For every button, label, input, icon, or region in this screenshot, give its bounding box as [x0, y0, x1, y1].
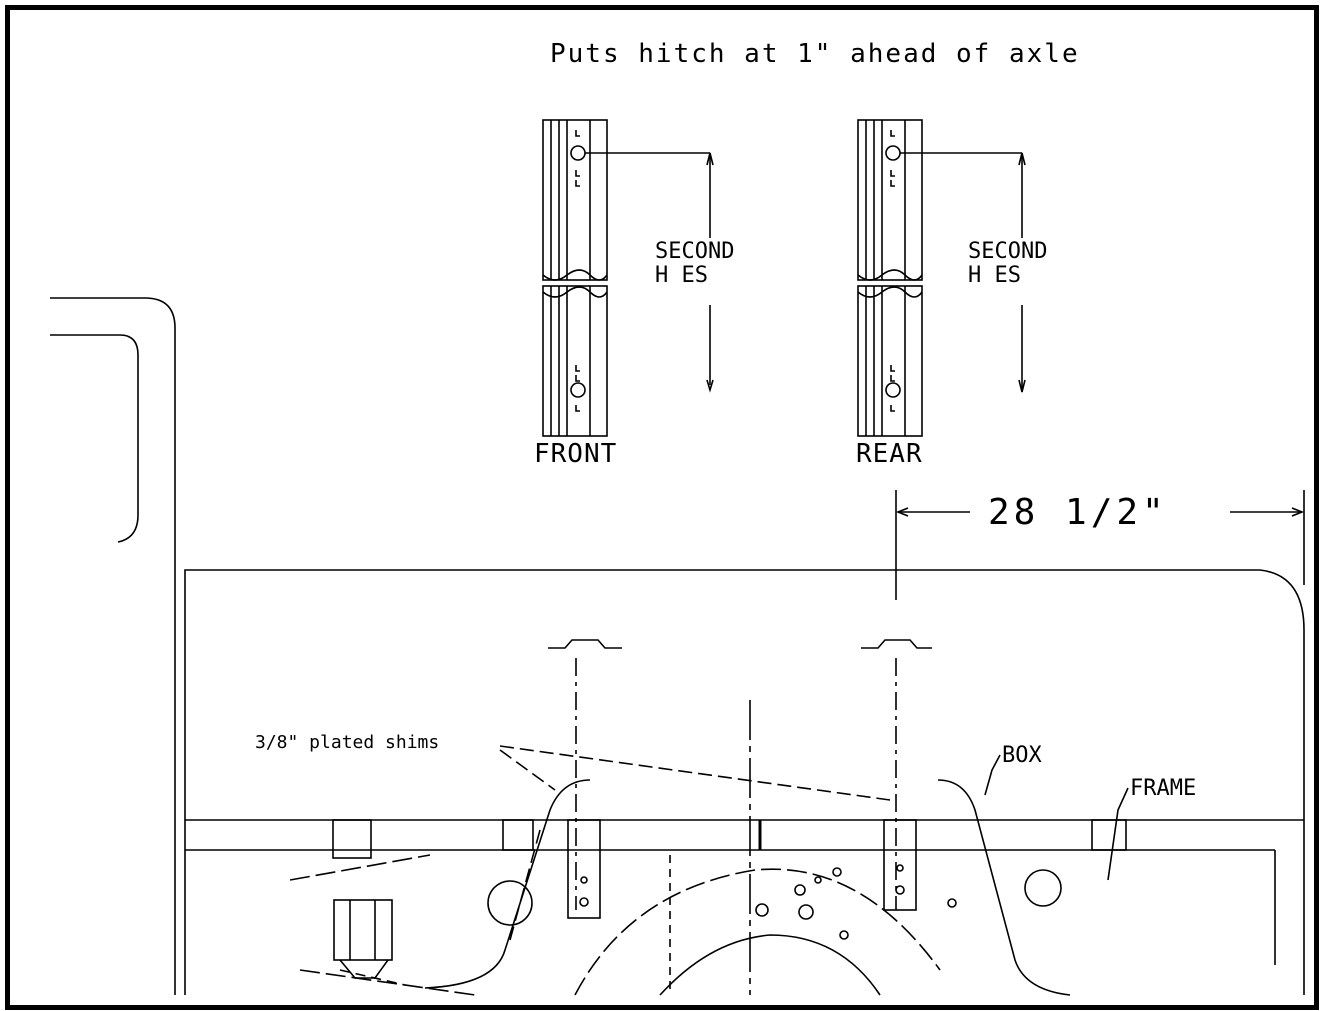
dimension-line [895, 490, 1305, 600]
front-second-holes-line1: SECOND [655, 239, 734, 264]
front-rail [542, 119, 714, 437]
frame-label: FRAME [1130, 776, 1196, 801]
front-second-holes-line2: H ES [655, 263, 708, 288]
profile-curves [289, 779, 1071, 996]
rear-label: REAR [856, 439, 923, 469]
frame-rails [185, 819, 1276, 995]
box-leader [984, 754, 1001, 796]
front-lower-hole [570, 382, 586, 398]
front-upper-hole [570, 145, 586, 161]
rear-second-holes-line2: H ES [968, 263, 1021, 288]
front-label: FRONT [534, 439, 617, 469]
drawing-frame: Puts hitch at 1" ahead of axle FRONT SEC… [5, 5, 1319, 1010]
shims-label: 3/8" plated shims [255, 732, 439, 753]
rear-second-holes-line1: SECOND [968, 239, 1047, 264]
frame-leader [1107, 787, 1129, 881]
rear-rail [857, 119, 1026, 437]
small-marks [755, 867, 957, 940]
left-outline [50, 297, 176, 995]
dimension-label: 28 1/2" [988, 492, 1168, 533]
shims-leaders [499, 745, 891, 801]
box-label: BOX [1002, 743, 1042, 768]
rear-upper-hole [885, 145, 901, 161]
cad-drawing: Puts hitch at 1" ahead of axle FRONT SEC… [50, 39, 1305, 996]
drawing-title: Puts hitch at 1" ahead of axle [550, 39, 1080, 69]
rear-lower-hole [885, 382, 901, 398]
hitch-brackets [548, 639, 932, 995]
round-hole-left [487, 880, 533, 926]
round-hole-right [1024, 869, 1062, 907]
